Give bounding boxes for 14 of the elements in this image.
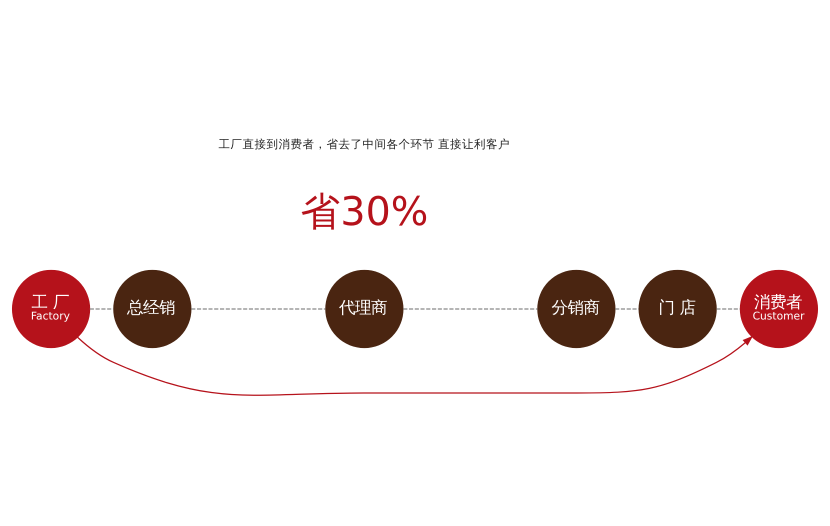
node-circle: 分销商	[537, 270, 616, 348]
connector	[403, 308, 538, 310]
node-circle: 工 厂 Factory	[12, 270, 90, 348]
connector	[191, 308, 326, 310]
label: 省30%	[300, 188, 428, 235]
node-circle: 代理商	[325, 270, 404, 348]
connector	[716, 308, 740, 310]
node-circle: 门 店	[638, 270, 717, 348]
node-circle: 消费者 Customer	[740, 270, 818, 348]
arrow	[77, 336, 754, 396]
label: 工厂直接到消费者，省去了中间各个环节 直接让利客户	[218, 137, 510, 152]
connector	[615, 308, 639, 310]
connector	[90, 308, 114, 310]
node-circle: 总经销	[113, 270, 192, 348]
